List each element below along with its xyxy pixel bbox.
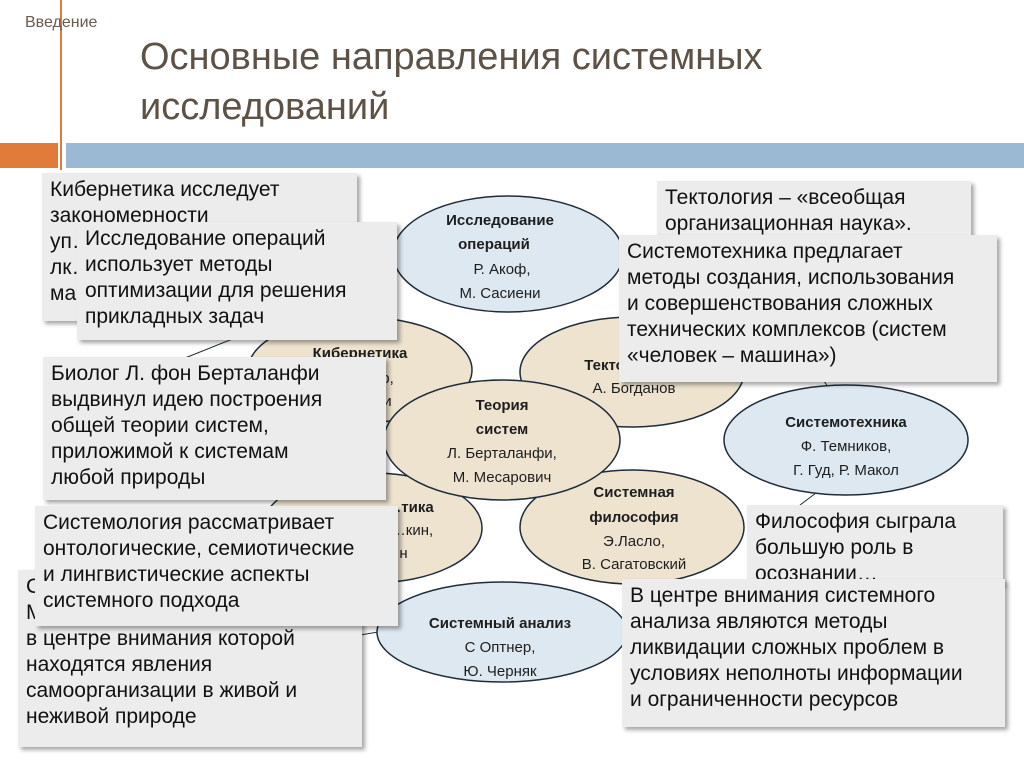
callout-bertalanffy-text: Биолог Л. фон Берталанфи выдвинул идею п… [51, 362, 323, 489]
oval-philosophy-title2: философия [589, 509, 678, 526]
oval-operations-research: Исследование операций Р. Акоф, М. Сасиен… [392, 195, 624, 313]
callout-systemology: Системология рассматривает онтологически… [35, 506, 398, 626]
oval-sysanalysis-title: Системный анализ [429, 615, 571, 632]
oval-theory-title1: Теория [475, 397, 528, 414]
callout-tectology: Тектология – «всеобщая организационная н… [657, 181, 971, 243]
callout-bertalanffy: Биолог Л. фон Берталанфи выдвинул идею п… [43, 357, 386, 500]
oval-opres-title1: Исследование [446, 212, 554, 229]
oval-opres-line1: Р. Акоф, [473, 261, 530, 278]
callout-opres-text: Исследование операций использует методы … [85, 227, 347, 328]
header-bar-blue [66, 143, 1024, 168]
oval-systems-philosophy: Системная философия Э.Ласло, В. Сагатовс… [519, 469, 745, 585]
oval-opres-title2: операций [458, 236, 530, 253]
oval-systems-analysis: Системный анализ С Оптнер, Ю. Черняк [376, 581, 628, 683]
header-bar-orange [0, 143, 58, 168]
callout-systems-engineering: Системотехника предлагает методы создани… [619, 235, 997, 382]
callout-philosophy: Философия сыграла большую роль в осознан… [747, 505, 1003, 585]
oval-systemology-title: …тика [386, 499, 434, 516]
oval-systemology-line1: …кин, [391, 522, 433, 539]
callout-tectology-text: Тектология – «всеобщая организационная н… [665, 186, 912, 235]
oval-tectology-line1: А. Богданов [592, 380, 675, 397]
oval-opres-line2: М. Сасиени [459, 285, 540, 302]
oval-philosophy-line2: В. Сагатовский [582, 556, 687, 573]
oval-philosophy-line1: Э.Ласло, [603, 533, 665, 550]
oval-syseng-title: Системотехника [785, 414, 907, 431]
callout-operations-research: Исследование операций использует методы … [77, 222, 397, 340]
oval-syseng-line1: Ф. Темников, [801, 438, 892, 455]
oval-philosophy-title1: Системная [593, 484, 674, 501]
oval-sysanalysis-line1: С Оптнер, [465, 639, 536, 656]
oval-theory-line1: Л. Берталанфи, [447, 445, 557, 462]
oval-systems-theory: Теория систем Л. Берталанфи, М. Месарови… [383, 379, 621, 501]
oval-syseng-line2: Г. Гуд, Р. Макол [793, 462, 899, 479]
oval-theory-line2: М. Месарович [453, 469, 552, 486]
callout-sysanalysis-text: В центре внимания системного анализа явл… [630, 584, 963, 711]
oval-theory-title2: систем [476, 421, 529, 438]
header-divider-vertical [60, 0, 62, 170]
section-label: Введение [25, 14, 98, 31]
callout-syseng-text: Системотехника предлагает методы создани… [627, 240, 955, 367]
slide-title: Основные направления системных исследова… [140, 36, 763, 128]
oval-systems-engineering: Системотехника Ф. Темников, Г. Гуд, Р. М… [723, 384, 969, 496]
callout-systemology-text: Системология рассматривает онтологически… [43, 511, 355, 612]
callout-systems-analysis: В центре внимания системного анализа явл… [622, 579, 1005, 727]
callout-philosophy-text: Философия сыграла большую роль в осознан… [755, 510, 957, 585]
oval-sysanalysis-line2: Ю. Черняк [463, 663, 537, 680]
